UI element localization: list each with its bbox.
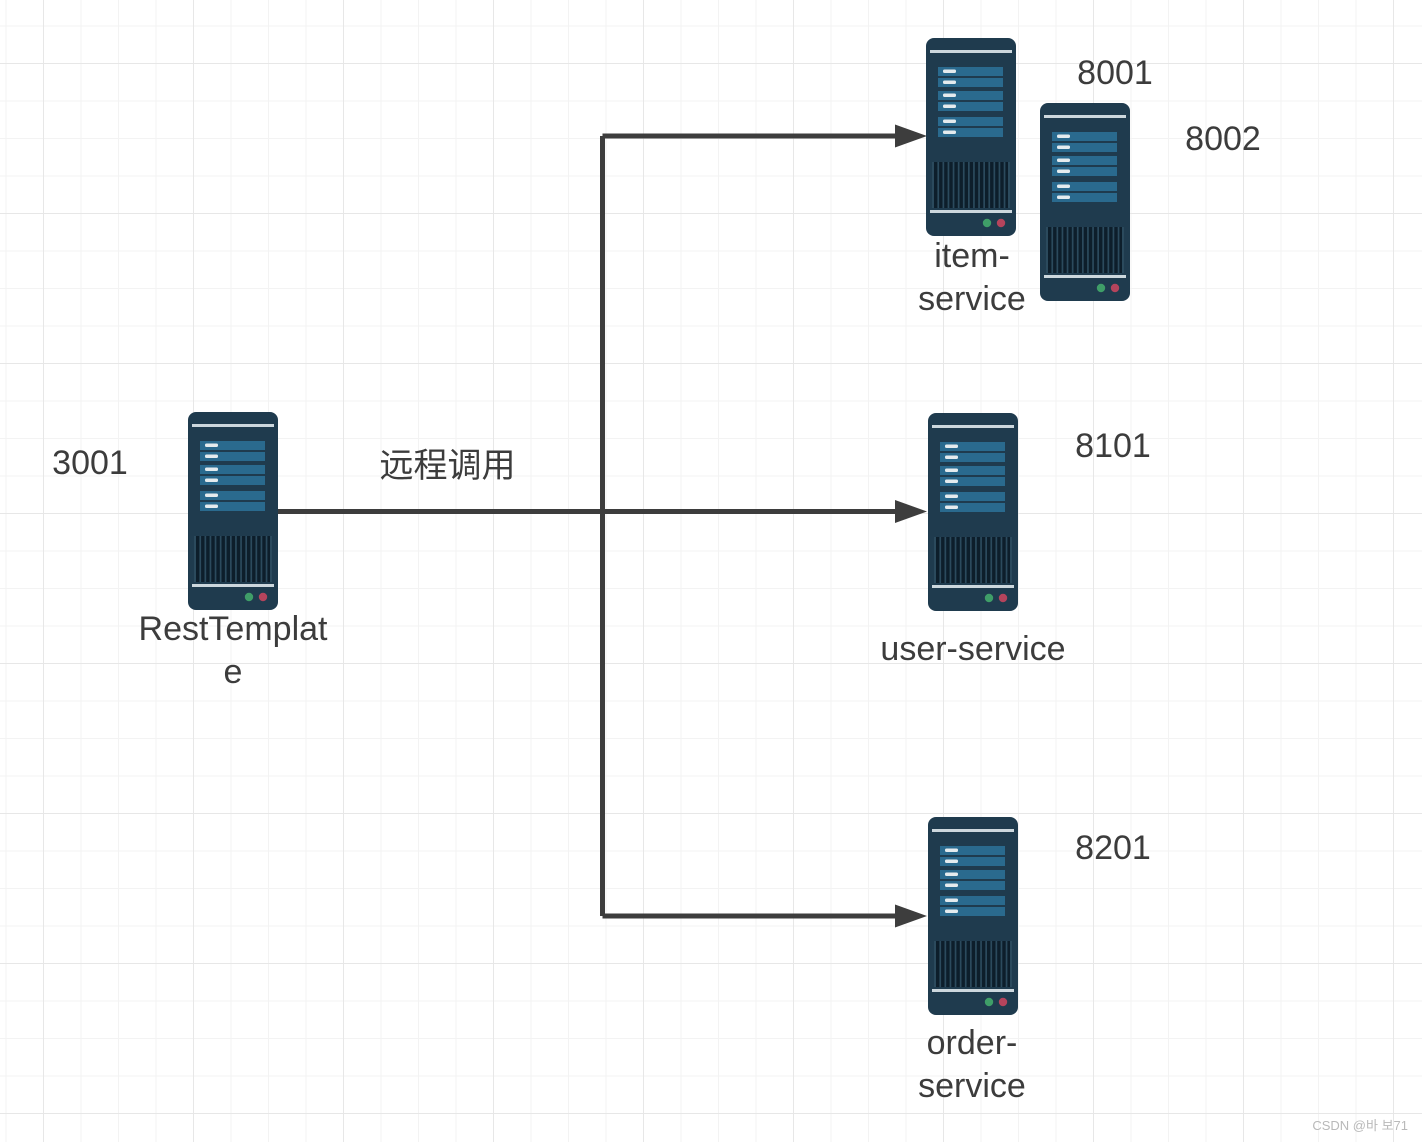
node-label-resttemplate: RestTemplate <box>138 610 328 691</box>
arrowhead-item-service <box>895 124 927 148</box>
arrowhead-order-service <box>895 904 927 928</box>
port-label-8101: 8101 <box>1075 427 1151 465</box>
port-label-8201: 8201 <box>1075 829 1151 867</box>
node-label-item-service: item- service <box>918 237 1026 318</box>
server-icon-item-service-8002 <box>1040 103 1130 301</box>
server-icon-item-service-8001 <box>926 38 1016 236</box>
server-icon-client <box>188 412 278 610</box>
node-label-order-service: order- service <box>918 1024 1026 1105</box>
server-icon-user-service <box>928 413 1018 611</box>
arrowhead-user-service <box>895 500 927 523</box>
port-label-8001: 8001 <box>1077 54 1153 92</box>
watermark-text: CSDN @바 보71 <box>1312 1118 1408 1133</box>
node-label-user-service: user-service <box>880 630 1066 668</box>
server-icon-order-service <box>928 817 1018 1015</box>
port-label-8002: 8002 <box>1185 120 1261 158</box>
port-label-3001: 3001 <box>52 444 128 482</box>
edge-label-remote-call: 远程调用 <box>379 447 516 485</box>
